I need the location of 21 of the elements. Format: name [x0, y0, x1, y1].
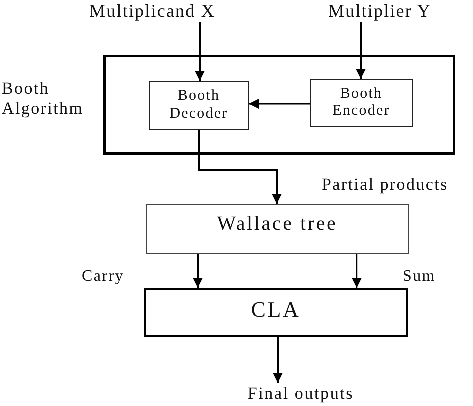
input-label: Multiplicand X — [80, 1, 225, 22]
output-label: Final outputs — [236, 383, 366, 404]
arrow — [249, 99, 310, 109]
edge-label: Partial products — [322, 175, 448, 195]
arrow — [195, 22, 205, 81]
box-label: CLA — [250, 297, 302, 322]
process-box — [144, 288, 408, 337]
process-box — [146, 204, 409, 254]
process-box — [310, 79, 413, 127]
box-label: Booth Encoder — [332, 86, 392, 120]
arrow — [193, 254, 203, 288]
arrow — [352, 254, 362, 288]
arrow — [198, 130, 282, 204]
process-box — [149, 81, 249, 130]
arrow — [273, 337, 283, 383]
edge-label: Carry — [82, 268, 124, 286]
box-label: Wallace tree — [216, 213, 339, 236]
arrow — [356, 22, 366, 79]
box-label: Booth Decoder — [168, 88, 230, 123]
input-label: Multiplier Y — [318, 1, 442, 22]
group-heading: Booth Algorithm — [2, 79, 85, 118]
